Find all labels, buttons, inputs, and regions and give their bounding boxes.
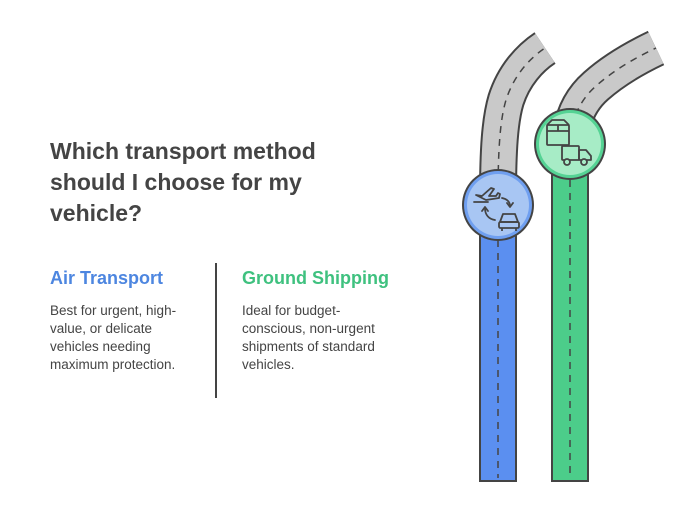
air-transport-badge [462, 169, 534, 241]
option-ground-shipping: Ground Shipping Ideal for budget-conscio… [242, 266, 392, 374]
option-air-transport: Air Transport Best for urgent, high-valu… [50, 266, 200, 374]
package-icon [546, 119, 570, 146]
air-road [479, 32, 557, 482]
swap-arrows-icon [481, 197, 514, 221]
option-description: Ideal for budget-conscious, non-urgent s… [242, 303, 375, 372]
car-icon [498, 213, 520, 231]
option-description: Best for urgent, high-value, or delicate… [50, 303, 177, 372]
option-title: Ground Shipping [242, 268, 389, 288]
truck-icon [561, 145, 592, 166]
divider [215, 263, 217, 398]
page-title: Which transport method should I choose f… [50, 138, 316, 226]
option-title: Air Transport [50, 268, 164, 288]
ground-shipping-badge [534, 108, 606, 180]
airplane-icon [473, 187, 501, 203]
